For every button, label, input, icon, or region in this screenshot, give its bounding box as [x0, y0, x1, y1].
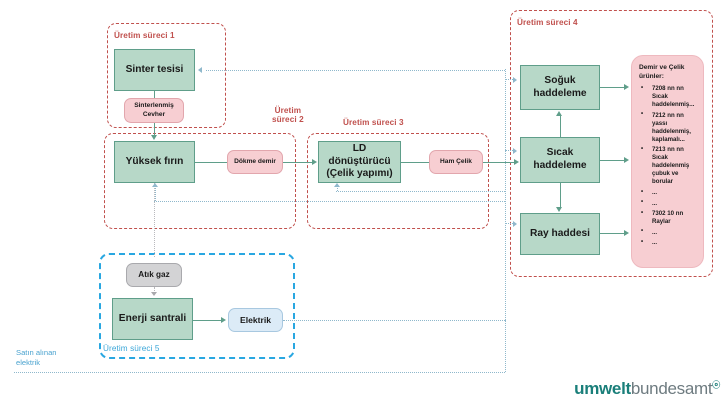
connector-sinter-to-ore [154, 91, 156, 98]
logo-text-secondary: bundesamt [630, 379, 713, 398]
connector-powerplant-to-electricity [193, 319, 222, 321]
product-list-item: ... [641, 239, 697, 247]
connector-blastfurnace-to-pigiron [195, 161, 227, 163]
product-list-item: 7302 10 nn Raylar [641, 210, 697, 226]
arrowhead-hotrolling-to-railmill [556, 207, 563, 212]
products-panel-title: Demir ve Çelik ürünler: [639, 64, 685, 80]
connector-wastegas-to-powerplant [154, 287, 155, 293]
connector-hotrolling-to-coldrolling [559, 116, 561, 137]
connector-pigiron-to-ldconverter [283, 161, 313, 163]
products-list: 7208 nn nn Sıcak haddelenmiş...7212 nn n… [639, 85, 697, 247]
node-enerji-santrali[interactable]: Enerji santrali [112, 298, 193, 340]
product-list-item: 7212 nn nn yassı haddelenmiş, kaplamalı.… [641, 111, 697, 144]
electricity-branch-ldconverter-h [336, 190, 505, 192]
arrowhead-pigiron-to-ldconverter [312, 158, 317, 165]
node-soguk-haddeleme[interactable]: Soğuk haddeleme [520, 65, 600, 110]
purchased-electricity-label: Satın alınan elektrik [16, 348, 57, 368]
arrowhead-ore-to-blastfurnace [150, 135, 157, 140]
group-label-uretim-sureci-3: Üretim süreci 3 [343, 118, 404, 127]
connector-coldrolling-to-products [600, 87, 626, 89]
connector-ore-to-blastfurnace [154, 123, 156, 136]
arrowhead-electricity-hotrolling [513, 147, 517, 154]
group-frame-uretim-sureci-5 [99, 253, 295, 359]
group-label-uretim-sureci-2: Üretim süreci 2 [272, 106, 304, 125]
electricity-trunk-mid [154, 200, 505, 202]
group-label-uretim-sureci-5: Üretim süreci 5 [103, 344, 160, 353]
connector-railmill-to-products [600, 233, 626, 235]
electricity-riser-to-ldconverter [336, 188, 338, 191]
product-list-item: 7213 nn nn Sıcak haddelenmiş çubuk ve bo… [641, 146, 697, 186]
arrowhead-electricity-blastfurnace [151, 183, 158, 187]
group-label-uretim-sureci-4: Üretim süreci 4 [517, 18, 578, 27]
node-ray-haddesi[interactable]: Ray haddesi [520, 213, 600, 255]
electricity-branch-to-railmill [504, 223, 515, 224]
electricity-branch-to-coldrolling [504, 79, 515, 80]
electricity-bus-from-electricity [283, 319, 505, 321]
connector-blastfurnace-to-wastegas [154, 183, 155, 257]
electricity-branch-to-hotrolling [504, 150, 515, 151]
arrowhead-electricity-sinter [198, 66, 202, 73]
node-atik-gaz[interactable]: Atık gaz [126, 263, 182, 287]
electricity-bus-vertical-right [504, 69, 506, 320]
group-frame-uretim-sureci-3 [307, 133, 489, 229]
product-list-item: ... [641, 188, 697, 197]
group-label-uretim-sureci-1: Üretim süreci 1 [114, 31, 175, 40]
arrowhead-electricity-railmill [513, 220, 517, 227]
node-sinter-tesisi[interactable]: Sinter tesisi [114, 49, 195, 91]
connector-hotrolling-to-products [600, 160, 626, 162]
electricity-trunk-to-sinter [206, 69, 505, 71]
logo-registered-mark: ⓞ [712, 380, 720, 390]
arrowhead-railmill-to-products [624, 230, 629, 237]
umweltbundesamt-logo: umweltbundesamtⓞ [574, 379, 720, 399]
node-elektrik[interactable]: Elektrik [228, 308, 283, 332]
connector-hotrolling-to-railmill [559, 183, 561, 208]
group-frame-uretim-sureci-2 [104, 133, 296, 229]
group-frame-uretim-sureci-4 [510, 10, 713, 277]
arrowhead-coldrolling-to-products [624, 84, 629, 91]
arrowhead-electricity-ldconverter [333, 183, 340, 187]
node-dokme-demir[interactable]: Dökme demir [227, 150, 283, 174]
arrowhead-hotrolling-to-products [624, 157, 629, 164]
arrowhead-hotrolling-to-coldrolling [556, 111, 563, 116]
bottom-rule [0, 402, 728, 405]
arrowhead-powerplant-to-electricity [221, 316, 226, 323]
electricity-riser-to-blastfurnace [154, 188, 156, 201]
product-list-item: ... [641, 199, 697, 208]
products-panel: Demir ve Çelik ürünler: 7208 nn nn Sıcak… [631, 55, 704, 268]
product-list-item: ... [641, 228, 697, 237]
node-sicak-haddeleme[interactable]: Sıcak haddeleme [520, 137, 600, 183]
arrowhead-electricity-coldrolling [513, 76, 517, 83]
purchased-electricity-riser [504, 320, 506, 372]
node-ld-donusturucu[interactable]: LD dönüştürücü (Çelik yapımı) [318, 141, 401, 183]
node-sinterlenmis-cevher[interactable]: Sinterlenmiş Cevher [124, 98, 184, 123]
group-frame-uretim-sureci-1 [107, 23, 226, 128]
connector-crudesteel-to-hotrolling [483, 161, 515, 163]
logo-text-primary: umwelt [574, 379, 631, 398]
node-ham-celik[interactable]: Ham Çelik [429, 150, 483, 174]
arrowhead-crudesteel-to-hotrolling [514, 158, 519, 165]
connector-ldconverter-to-crudesteel [401, 161, 429, 163]
node-yuksek-firin[interactable]: Yüksek fırın [114, 141, 195, 183]
product-list-item: 7208 nn nn Sıcak haddelenmiş... [641, 85, 697, 109]
purchased-electricity-trunk [14, 371, 505, 373]
arrowhead-wastegas-to-powerplant [151, 292, 157, 296]
